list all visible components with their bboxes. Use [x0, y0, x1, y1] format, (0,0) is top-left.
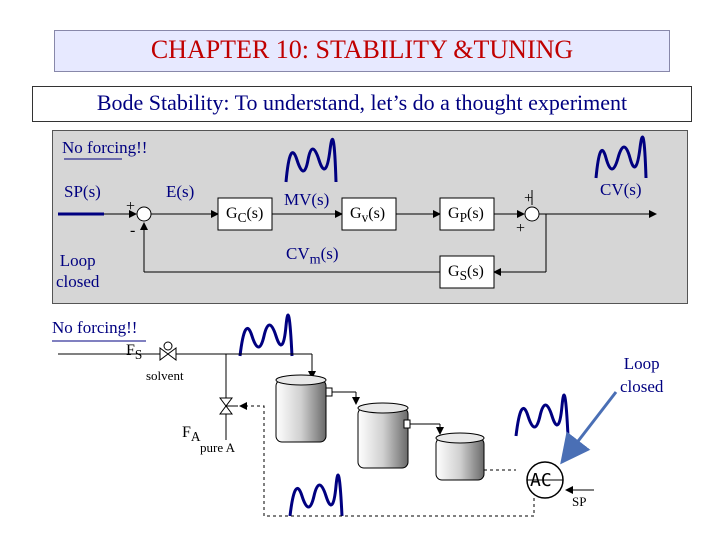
vessel-2: [357, 407, 409, 469]
sp-input-label: SP: [572, 494, 587, 509]
gs-block: [439, 255, 495, 289]
fa-valve-icon: [219, 397, 233, 407]
fa-label: FA: [182, 424, 201, 445]
loop-closed-label: Loop closed: [56, 251, 100, 291]
plus-sign-2: +: [524, 190, 534, 207]
fa-wave-icon: [288, 473, 344, 517]
loop-closed-arrow: [560, 391, 618, 465]
plus-sign-1: +: [126, 198, 136, 215]
no-forcing-label: No forcing!!: [62, 138, 148, 157]
gv-label: Gv(s): [350, 205, 386, 226]
sp-label: SP(s): [64, 182, 101, 201]
title-banner: [54, 30, 670, 72]
gc-block: [217, 197, 273, 231]
gc-label: GC(s): [226, 205, 264, 226]
pure-a-label: pure A: [200, 440, 236, 455]
page-title: CHAPTER 10: STABILITY &TUNING: [150, 35, 574, 64]
cv-label: CV(s): [600, 180, 642, 199]
summing-junction-1: [136, 206, 152, 222]
vessel-3: [435, 437, 485, 481]
solvent-label: solvent: [146, 368, 184, 383]
gp-block: [439, 197, 495, 231]
plus-sign-3: +: [516, 220, 526, 237]
cvm-label: CVm(s): [286, 244, 339, 268]
fs-label: FS: [126, 342, 143, 363]
mv-wave-icon: [284, 137, 338, 183]
mv-label: MV(s): [284, 190, 330, 209]
error-label: E(s): [166, 182, 195, 201]
ac-controller-label: AC: [530, 470, 552, 491]
fs-wave-icon: [238, 313, 294, 357]
vessel-1: [275, 379, 327, 443]
process-loop-closed-label: Loop closed: [620, 354, 664, 396]
control-signal-dashed: [239, 402, 535, 517]
cv-wave-icon: [594, 135, 648, 179]
ac-wave-icon: [514, 393, 570, 437]
gp-label: GP(s): [448, 205, 484, 226]
minus-sign-1: -: [130, 222, 136, 239]
page-subtitle: Bode Stability: To understand, let’s do …: [96, 90, 628, 115]
fs-valve-icon: [159, 347, 169, 361]
process-no-forcing-label: No forcing!!: [52, 318, 138, 337]
subtitle-banner: [32, 86, 692, 122]
gs-label: GS(s): [448, 263, 484, 284]
summing-junction-2: [524, 206, 540, 222]
gv-block: [341, 197, 397, 231]
